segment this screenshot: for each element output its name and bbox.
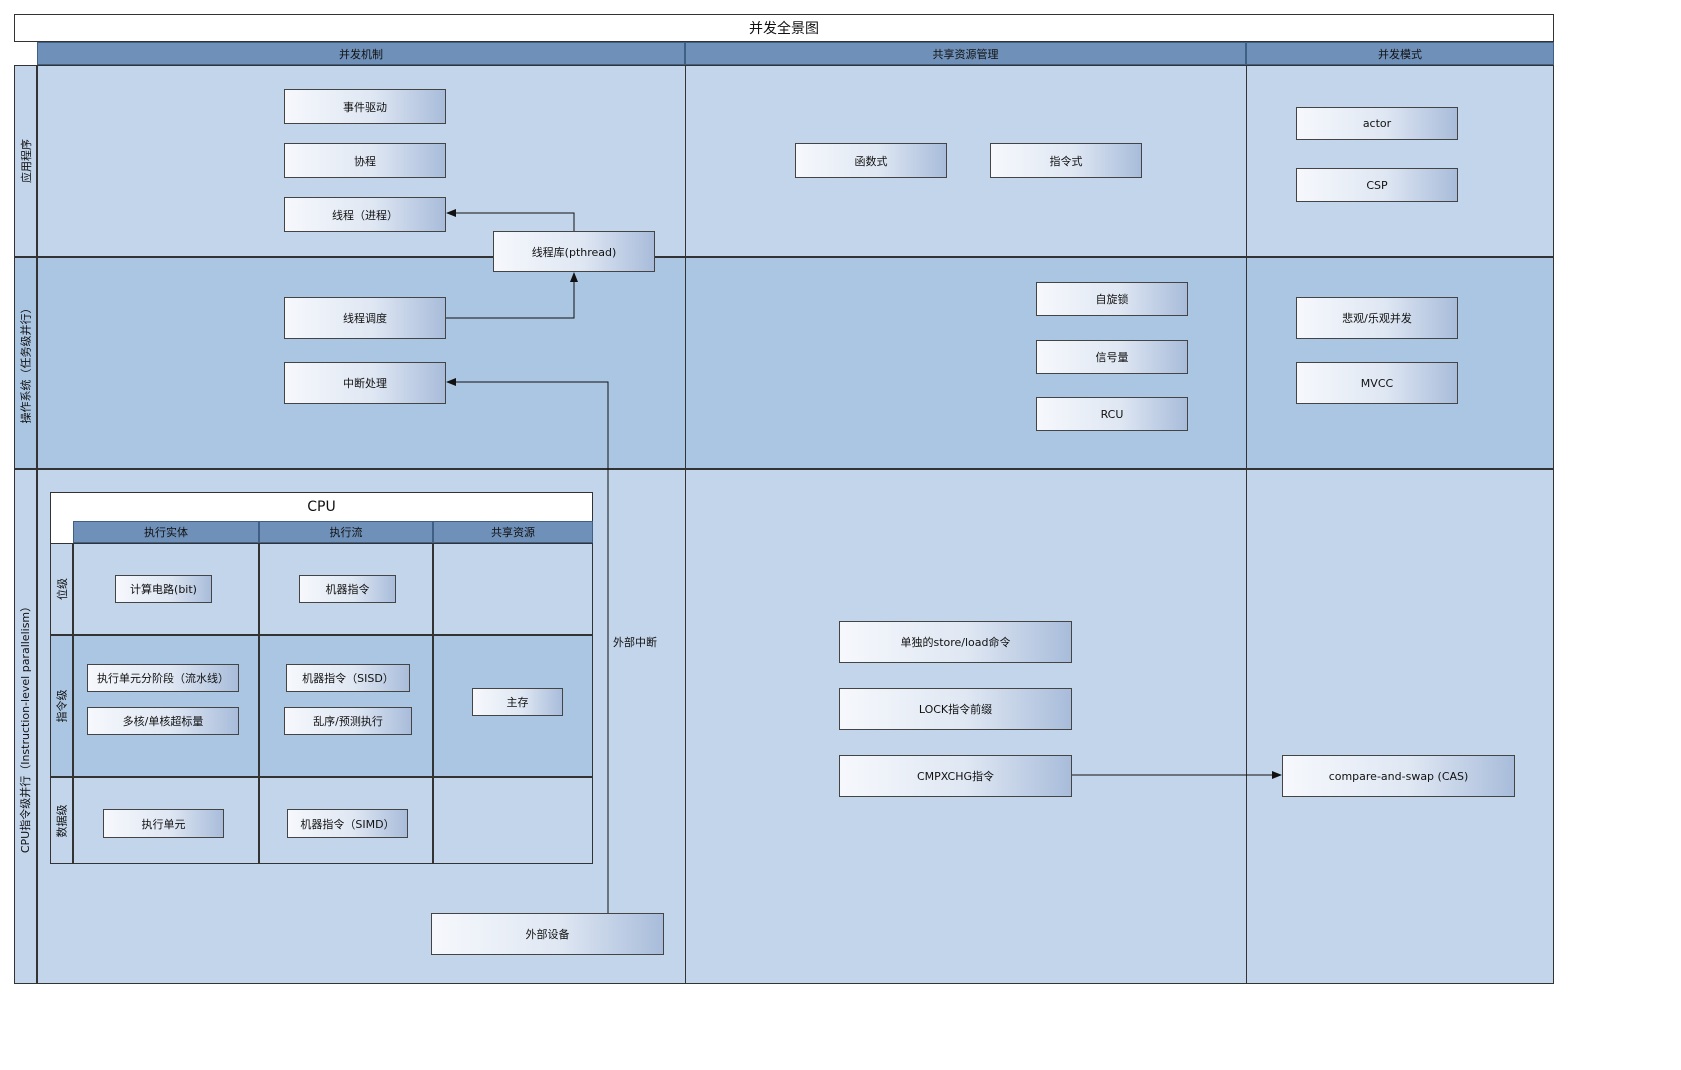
cpu-cell	[73, 635, 259, 777]
node-thread-scheduling[interactable]: 线程调度	[284, 297, 446, 339]
cpu-column-shared: 共享资源	[433, 521, 593, 543]
node-interrupt-handling[interactable]: 中断处理	[284, 362, 446, 404]
node-csp[interactable]: CSP	[1296, 168, 1458, 202]
node-functional[interactable]: 函数式	[795, 143, 947, 178]
cpu-row-data: 数据级	[50, 777, 73, 864]
column-header-mechanism: 并发机制	[37, 42, 685, 65]
node-imperative[interactable]: 指令式	[990, 143, 1142, 178]
row-header-application: 应用程序	[14, 65, 37, 257]
node-spinlock[interactable]: 自旋锁	[1036, 282, 1188, 316]
node-sisd[interactable]: 机器指令（SISD）	[286, 664, 410, 692]
node-event-driven[interactable]: 事件驱动	[284, 89, 446, 124]
diagram-title: 并发全景图	[14, 14, 1554, 42]
cpu-row-bit: 位级	[50, 543, 73, 635]
node-thread-library[interactable]: 线程库(pthread)	[493, 231, 655, 272]
node-cas[interactable]: compare-and-swap (CAS)	[1282, 755, 1515, 797]
node-pessimistic-optimistic[interactable]: 悲观/乐观并发	[1296, 297, 1458, 339]
column-header-resource: 共享资源管理	[685, 42, 1246, 65]
node-simd[interactable]: 机器指令（SIMD）	[287, 809, 408, 838]
node-main-memory[interactable]: 主存	[472, 688, 563, 716]
row-header-cpu: CPU指令级并行（Instruction-level parallelism）	[14, 469, 37, 984]
edge-label-external-interrupt: 外部中断	[613, 636, 657, 649]
node-mvcc[interactable]: MVCC	[1296, 362, 1458, 404]
column-separator	[685, 65, 686, 984]
node-pipeline[interactable]: 执行单元分阶段（流水线）	[87, 664, 239, 692]
node-compute-circuit[interactable]: 计算电路(bit)	[115, 575, 212, 603]
node-external-device[interactable]: 外部设备	[431, 913, 664, 955]
node-superscalar[interactable]: 多核/单核超标量	[87, 707, 239, 735]
node-execution-unit[interactable]: 执行单元	[103, 809, 224, 838]
cpu-cell	[433, 543, 593, 635]
cpu-column-entity: 执行实体	[73, 521, 259, 543]
node-rcu[interactable]: RCU	[1036, 397, 1188, 431]
node-store-load[interactable]: 单独的store/load命令	[839, 621, 1072, 663]
node-thread-process[interactable]: 线程（进程）	[284, 197, 446, 232]
node-lock-prefix[interactable]: LOCK指令前缀	[839, 688, 1072, 730]
node-cmpxchg[interactable]: CMPXCHG指令	[839, 755, 1072, 797]
node-coroutine[interactable]: 协程	[284, 143, 446, 178]
cpu-row-instruction: 指令级	[50, 635, 73, 777]
row-header-os: 操作系统（任务级并行）	[14, 257, 37, 469]
cpu-cell	[259, 635, 433, 777]
node-machine-instruction[interactable]: 机器指令	[299, 575, 396, 603]
cpu-cell	[433, 777, 593, 864]
node-out-of-order[interactable]: 乱序/预测执行	[284, 707, 412, 735]
cpu-title: CPU	[307, 498, 336, 515]
node-semaphore[interactable]: 信号量	[1036, 340, 1188, 374]
cpu-column-flow: 执行流	[259, 521, 433, 543]
node-actor[interactable]: actor	[1296, 107, 1458, 140]
column-separator	[1246, 65, 1247, 984]
column-header-pattern: 并发模式	[1246, 42, 1554, 65]
